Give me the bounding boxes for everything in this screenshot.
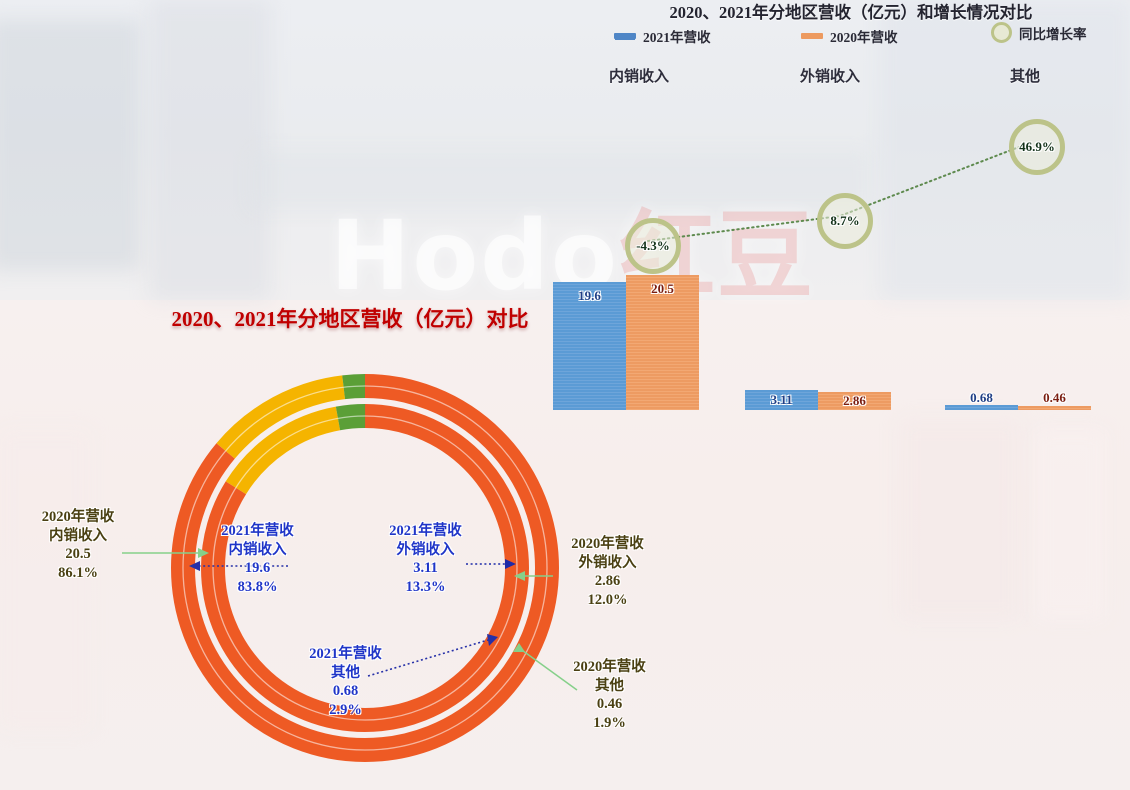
annotation-2020-other: 2020年营收 其他 0.46 1.9% — [557, 658, 662, 732]
legend-item-growth[interactable]: 同比增长率 — [991, 22, 1087, 43]
growth-value-domestic: -4.3% — [636, 238, 670, 253]
annotation-value: 0.46 — [596, 696, 623, 713]
annotation-2020-export: 2020年营收 外销收入 2.86 12.0% — [555, 535, 660, 609]
annotation-category: 内销收入 — [228, 541, 287, 558]
bar-2021-other[interactable]: 0.68 — [945, 390, 1018, 410]
annotation-percent: 2.9% — [329, 701, 362, 718]
legend-item-2021[interactable]: 2021年营收 — [614, 26, 711, 46]
growth-value-export: 8.7% — [830, 213, 860, 228]
category-label-domestic: 内销收入 — [609, 69, 670, 85]
bar-value-2020-domestic: 20.5 — [651, 281, 674, 296]
annotation-2021-other: 2021年营收 其他 0.68 2.9% — [293, 645, 398, 719]
growth-value-other: 46.9% — [1019, 139, 1055, 154]
annotation-year: 2020年营收 — [41, 509, 115, 525]
annotation-category: 其他 — [331, 664, 360, 681]
bar-2021-domestic[interactable]: 19.6 — [553, 282, 626, 410]
annotation-percent: 12.0% — [587, 591, 628, 608]
legend-item-2020[interactable]: 2020年营收 — [801, 26, 898, 46]
annotation-value: 20.5 — [65, 546, 91, 563]
combo-chart-legend: 2021年营收 2020年营收 同比增长率 — [596, 22, 1106, 46]
annotation-value: 19.6 — [244, 560, 271, 577]
annotation-2021-domestic: 2021年营收 内销收入 19.6 83.8% — [205, 522, 310, 596]
annotation-value: 3.11 — [413, 560, 438, 577]
growth-marker-domestic[interactable]: -4.3% — [625, 218, 681, 274]
legend-label-growth: 同比增长率 — [1019, 26, 1087, 42]
legend-label-2021: 2021年营收 — [643, 30, 711, 45]
growth-marker-export[interactable]: 8.7% — [817, 193, 873, 249]
annotation-value: 2.86 — [594, 573, 621, 590]
annotation-year: 2020年营收 — [573, 659, 646, 675]
annotation-percent: 1.9% — [593, 714, 626, 731]
annotation-year: 2021年营收 — [309, 646, 382, 662]
watermark-text: Hodo红豆 — [330, 178, 890, 312]
bar-2020-export[interactable]: 2.86 — [818, 392, 891, 410]
donut-chart-title: 2020、2021年分地区营收（亿元）对比 — [171, 307, 529, 331]
annotation-category: 其他 — [595, 677, 624, 694]
annotation-category: 内销收入 — [49, 527, 107, 544]
annotation-category: 外销收入 — [578, 554, 637, 571]
combo-chart-title: 2020、2021年分地区营收（亿元）和增长情况对比 — [669, 3, 1033, 22]
annotation-year: 2021年营收 — [389, 523, 462, 539]
bar-value-2021-other: 0.68 — [970, 390, 993, 405]
bar-2021-export[interactable]: 3.11 — [745, 390, 818, 410]
annotation-year: 2021年营收 — [221, 523, 294, 539]
bar-value-2020-other: 0.46 — [1043, 390, 1066, 405]
annotation-value: 0.68 — [332, 683, 359, 700]
bar-2020-other[interactable]: 0.46 — [1018, 390, 1091, 410]
legend-marker-bar-orange-icon — [801, 33, 823, 39]
legend-marker-ring-olive-icon — [991, 22, 1012, 43]
bar-value-2020-export: 2.86 — [843, 393, 866, 408]
legend-marker-bar-blue-icon — [614, 33, 636, 39]
annotation-percent: 13.3% — [405, 578, 446, 595]
annotation-percent: 86.1% — [58, 564, 98, 581]
category-label-other: 其他 — [1010, 69, 1041, 85]
bar-value-2021-export: 3.11 — [770, 392, 793, 407]
annotation-2020-domestic: 2020年营收 内销收入 20.5 86.1% — [28, 508, 128, 582]
annotation-percent: 83.8% — [237, 578, 278, 595]
annotation-category: 外销收入 — [396, 541, 455, 558]
bar-2020-domestic[interactable]: 20.5 — [626, 275, 699, 410]
growth-marker-other[interactable]: 46.9% — [1009, 119, 1065, 175]
bar-value-2021-domestic: 19.6 — [578, 288, 601, 303]
annotation-year: 2020年营收 — [571, 536, 644, 552]
annotation-2021-export: 2021年营收 外销收入 3.11 13.3% — [373, 522, 478, 596]
legend-label-2020: 2020年营收 — [830, 30, 898, 45]
double-donut-chart — [171, 374, 559, 762]
category-label-export: 外销收入 — [800, 69, 861, 85]
